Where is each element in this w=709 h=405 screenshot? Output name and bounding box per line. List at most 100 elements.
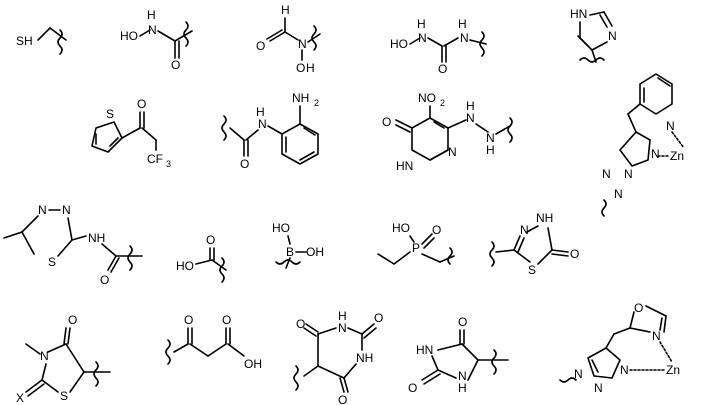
imidazole-group: HN N bbox=[570, 7, 617, 63]
beta-keto-acid-group: O O OH bbox=[165, 313, 262, 371]
atom-label-oh: OH bbox=[306, 245, 324, 259]
atom-label-n: N bbox=[298, 37, 307, 51]
atom-label-subscript-2: 2 bbox=[314, 98, 319, 108]
atom-label-n: N bbox=[574, 367, 583, 381]
atom-label-o: O bbox=[634, 301, 643, 315]
atom-label-cf3: CF bbox=[147, 152, 163, 166]
atom-label-n: N bbox=[614, 187, 623, 201]
atom-label-h: H bbox=[147, 8, 156, 22]
atom-label-s: S bbox=[528, 263, 536, 277]
atom-label-h: H bbox=[417, 17, 426, 31]
atom-label-n: N bbox=[652, 329, 661, 343]
barbiturate-group: O H N O NH O bbox=[293, 309, 383, 405]
thiophene-trifluoromethyl-ketone-group: S O CF 3 bbox=[91, 97, 171, 169]
atom-label-n: N bbox=[448, 145, 457, 159]
atom-label-o: O bbox=[184, 313, 193, 327]
atom-label-o: O bbox=[438, 62, 447, 76]
atom-label-ho: HO bbox=[390, 37, 408, 51]
atom-label-n: N bbox=[258, 117, 267, 131]
atom-label-sh: SH bbox=[16, 34, 33, 48]
atom-label-h: H bbox=[458, 17, 467, 31]
atom-label-o: O bbox=[240, 157, 249, 171]
atom-label-oh: OH bbox=[244, 357, 262, 371]
atom-label-ho: HO bbox=[272, 221, 290, 235]
atom-label-ho: HO bbox=[120, 29, 138, 43]
atom-label-o: O bbox=[256, 39, 265, 53]
atom-label-n: N bbox=[602, 167, 611, 181]
atom-label-o: O bbox=[570, 247, 579, 261]
atom-label-o: O bbox=[171, 58, 180, 72]
hydroxamic-acid-group: HO H N O bbox=[120, 8, 193, 72]
atom-label-hn: HN bbox=[396, 159, 413, 173]
atom-label-h: H bbox=[458, 381, 467, 395]
atom-label-subscript-3: 3 bbox=[166, 159, 171, 169]
atom-label-n: N bbox=[338, 321, 347, 335]
atom-label-h: H bbox=[256, 105, 265, 119]
atom-label-h: H bbox=[486, 143, 495, 157]
atom-label-o: O bbox=[408, 381, 417, 395]
atom-label-n: N bbox=[620, 363, 629, 377]
thiol-group: SH bbox=[16, 27, 67, 55]
atom-label-s: S bbox=[60, 389, 68, 403]
atom-label-nh: NH bbox=[88, 231, 105, 245]
atom-label-p: P bbox=[412, 241, 420, 255]
atom-label-o: O bbox=[458, 315, 467, 329]
atom-label-n: N bbox=[624, 167, 633, 181]
boronic-acid-group: HO B OH bbox=[272, 221, 324, 269]
oxazolyl-triazole-zinc-complex: O N N N N Zn bbox=[559, 301, 680, 395]
atom-label-zn: Zn bbox=[670, 149, 684, 163]
atom-label-o: O bbox=[296, 317, 305, 331]
nitropyrimidinone-hydrazine-group: NO 2 O HN N N H N H bbox=[382, 91, 513, 173]
atom-label-s: S bbox=[106, 107, 114, 121]
atom-label-h: H bbox=[306, 61, 315, 75]
atom-label-h: H bbox=[466, 99, 475, 113]
atom-label-o: O bbox=[296, 61, 305, 75]
hydantoin-group: O HN H N O bbox=[408, 315, 509, 395]
atom-label-h: H bbox=[281, 3, 290, 17]
atom-label-x: X bbox=[16, 391, 24, 405]
atom-label-n: N bbox=[486, 131, 495, 145]
atom-label-n: N bbox=[40, 349, 49, 363]
thiadiazolone-group: N NH S O bbox=[489, 211, 579, 277]
atom-label-n: N bbox=[62, 203, 71, 217]
atom-label-n: N bbox=[418, 31, 427, 45]
atom-label-nh2: NH bbox=[292, 91, 309, 105]
atom-label-o: O bbox=[137, 97, 146, 111]
atom-label-o: O bbox=[222, 313, 231, 327]
atom-label-o: O bbox=[100, 273, 109, 287]
atom-label-nh: NH bbox=[536, 211, 553, 225]
atom-label-o: O bbox=[68, 313, 77, 327]
atom-label-n: N bbox=[460, 31, 469, 45]
atom-label-hn: HN bbox=[416, 343, 433, 357]
atom-label-o: O bbox=[382, 115, 391, 129]
atom-label-n: N bbox=[651, 147, 660, 161]
atom-label-h: H bbox=[338, 309, 347, 323]
atom-label-n: N bbox=[466, 111, 475, 125]
ortho-aminoanilide-group: O H N NH 2 bbox=[221, 91, 319, 171]
atom-label-hn: HN bbox=[570, 7, 587, 21]
phosphinic-acid-group: HO P O bbox=[377, 221, 455, 265]
atom-label-o: O bbox=[338, 393, 347, 405]
atom-label-n: N bbox=[458, 369, 467, 383]
atom-label-no2: NO bbox=[418, 91, 436, 105]
atom-label-n: N bbox=[38, 203, 47, 217]
atom-label-nh: NH bbox=[356, 351, 373, 365]
thiazolidinone-group: O N X S bbox=[16, 313, 111, 405]
atom-label-subscript-2: 2 bbox=[440, 98, 445, 108]
atom-label-ho: HO bbox=[176, 259, 194, 273]
atom-label-o: O bbox=[432, 223, 441, 237]
atom-label-zn: Zn bbox=[666, 363, 680, 377]
pyridyl-triazole-zinc-complex: N N N N N Zn bbox=[601, 73, 685, 217]
n-formyl-hydroxylamine-group: H O N O H bbox=[256, 3, 321, 75]
atom-label-o: O bbox=[206, 233, 215, 247]
atom-label-b: B bbox=[286, 245, 294, 259]
atom-label-n: N bbox=[148, 23, 157, 37]
atom-label-n: N bbox=[520, 223, 529, 237]
atom-label-o: O bbox=[374, 311, 383, 325]
atom-label-n: N bbox=[666, 119, 675, 133]
n-hydroxyurea-group: HO H N O H N bbox=[390, 17, 487, 76]
thiadiazine-amide-group: N N S NH O bbox=[3, 203, 143, 287]
atom-label-ho: HO bbox=[392, 221, 410, 235]
carboxylic-acid-group: O HO bbox=[176, 233, 227, 283]
